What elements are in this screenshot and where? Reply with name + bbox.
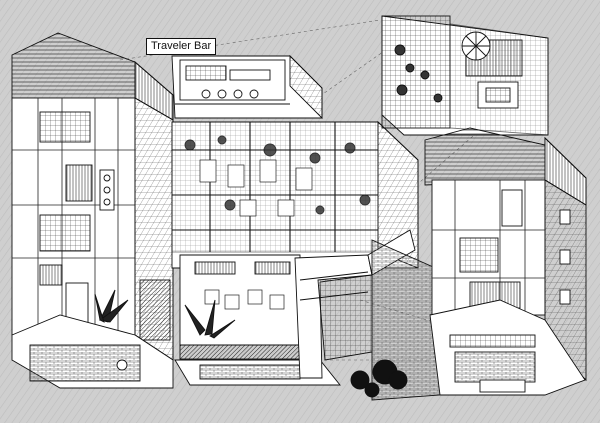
traveler-bar-label: Traveler Bar (146, 38, 217, 55)
left-tower-plant (94, 289, 129, 323)
greenhouse-foliage (184, 135, 371, 215)
stair-bridge (294, 229, 441, 401)
roof-plants (394, 44, 443, 103)
left-tower (11, 32, 174, 389)
central-block (171, 120, 419, 386)
roof-terrace (381, 15, 549, 136)
right-tower (424, 127, 587, 396)
courtyard-plants (350, 359, 408, 398)
umbrella-icon (461, 31, 491, 61)
traveler-bar-block (171, 54, 323, 120)
roof-grid-left (381, 15, 451, 129)
central-plant (184, 299, 236, 339)
